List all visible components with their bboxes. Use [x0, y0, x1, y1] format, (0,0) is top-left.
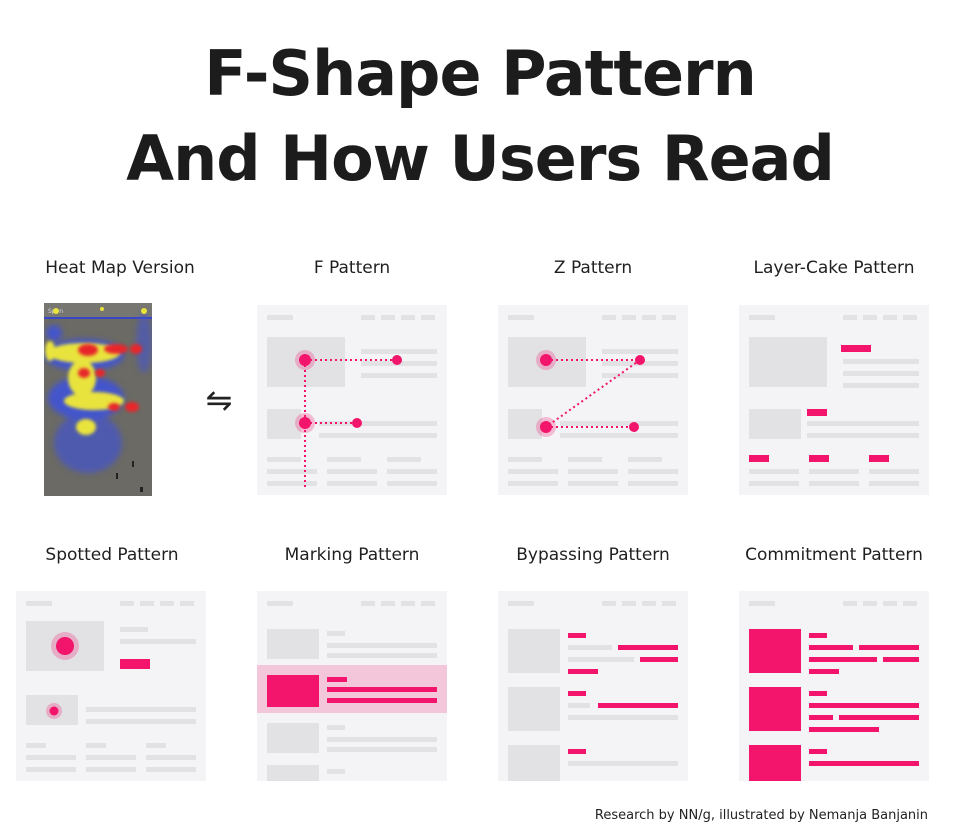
card-z-pattern	[498, 305, 688, 495]
card-spotted	[16, 591, 206, 781]
label-spotted: Spotted Pattern	[45, 545, 179, 565]
label-f-pattern: F Pattern	[313, 258, 391, 278]
card-f-pattern	[257, 305, 447, 495]
credit-text: Research by NN/g, illustrated by Nemanja…	[594, 808, 928, 823]
title-line-1: F-Shape Pattern	[204, 37, 756, 110]
card-bypassing	[498, 591, 688, 781]
label-heat-map: Heat Map Version	[45, 258, 195, 278]
card-layer-cake	[739, 305, 929, 495]
label-layer-cake: Layer-Cake Pattern	[753, 258, 915, 278]
swap-arrows-icon: ⇋	[205, 381, 233, 419]
title-line-2: And How Users Read	[126, 122, 835, 195]
label-z-pattern: Z Pattern	[553, 258, 633, 278]
heatmap-image: Spon	[44, 303, 152, 496]
card-commitment	[739, 591, 929, 781]
label-commitment: Commitment Pattern	[745, 545, 923, 565]
label-bypassing: Bypassing Pattern	[516, 545, 670, 565]
label-marking: Marking Pattern	[284, 545, 420, 565]
card-marking	[257, 591, 447, 781]
